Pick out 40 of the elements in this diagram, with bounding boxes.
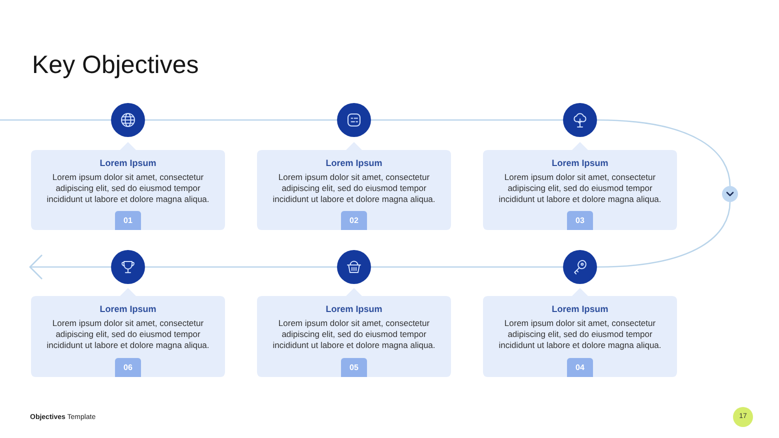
- step-number: 05: [341, 358, 367, 377]
- card-text: Lorem ipsum dolor sit amet, consectetur adipiscing elit, sed do eiusmod tempor incididunt ut labore et dolore magna aliqua.: [272, 172, 436, 205]
- objective-card: [483, 142, 677, 230]
- card-text: Lorem ipsum dolor sit amet, consectetur adipiscing elit, sed do eiusmod tempor incididunt ut labore et dolore magna aliqua.: [498, 318, 662, 351]
- connector-line: [596, 119, 731, 186]
- step-number: 03: [567, 211, 593, 230]
- connector-line: [145, 119, 337, 121]
- chevron-down-icon: [722, 186, 738, 202]
- connector-line: [0, 119, 111, 121]
- arrow: [29, 254, 111, 280]
- trophy-icon: [111, 250, 145, 284]
- key-icon: [563, 250, 597, 284]
- tree-icon: [563, 103, 597, 137]
- step-number: 06: [115, 358, 141, 377]
- card-heading: Lorem Ipsum: [326, 158, 382, 169]
- card-heading: Lorem Ipsum: [100, 158, 156, 169]
- card-text: Lorem ipsum dolor sit amet, consectetur adipiscing elit, sed do eiusmod tempor incididunt ut labore et dolore magna aliqua.: [46, 172, 210, 205]
- card-heading: Lorem Ipsum: [100, 304, 156, 315]
- objective-card: [257, 142, 451, 230]
- objective-card: [483, 288, 677, 377]
- card-heading: Lorem Ipsum: [326, 304, 382, 315]
- connector-line: [596, 202, 731, 268]
- step-number: 01: [115, 211, 141, 230]
- card-text: Lorem ipsum dolor sit amet, consectetur adipiscing elit, sed do eiusmod tempor incididunt ut labore et dolore magna aliqua.: [272, 318, 436, 351]
- step-number: 02: [341, 211, 367, 230]
- basket-icon: [337, 250, 371, 284]
- globe-icon: [111, 103, 145, 137]
- card-text: Lorem ipsum dolor sit amet, consectetur adipiscing elit, sed do eiusmod tempor incididunt ut labore et dolore magna aliqua.: [46, 318, 210, 351]
- list-icon: [337, 103, 371, 137]
- slide-title: Key Objectives: [32, 53, 199, 78]
- card-heading: Lorem Ipsum: [552, 158, 608, 169]
- objective-card: [257, 288, 451, 377]
- card-text: Lorem ipsum dolor sit amet, consectetur adipiscing elit, sed do eiusmod tempor incididunt ut labore et dolore magna aliqua.: [498, 172, 662, 205]
- connector-line: [145, 266, 337, 268]
- step-number: 04: [567, 358, 593, 377]
- connector-line: [371, 266, 563, 268]
- objective-card: [31, 142, 225, 230]
- objective-card: [31, 288, 225, 377]
- connector-line: [371, 119, 563, 121]
- card-heading: Lorem Ipsum: [552, 304, 608, 315]
